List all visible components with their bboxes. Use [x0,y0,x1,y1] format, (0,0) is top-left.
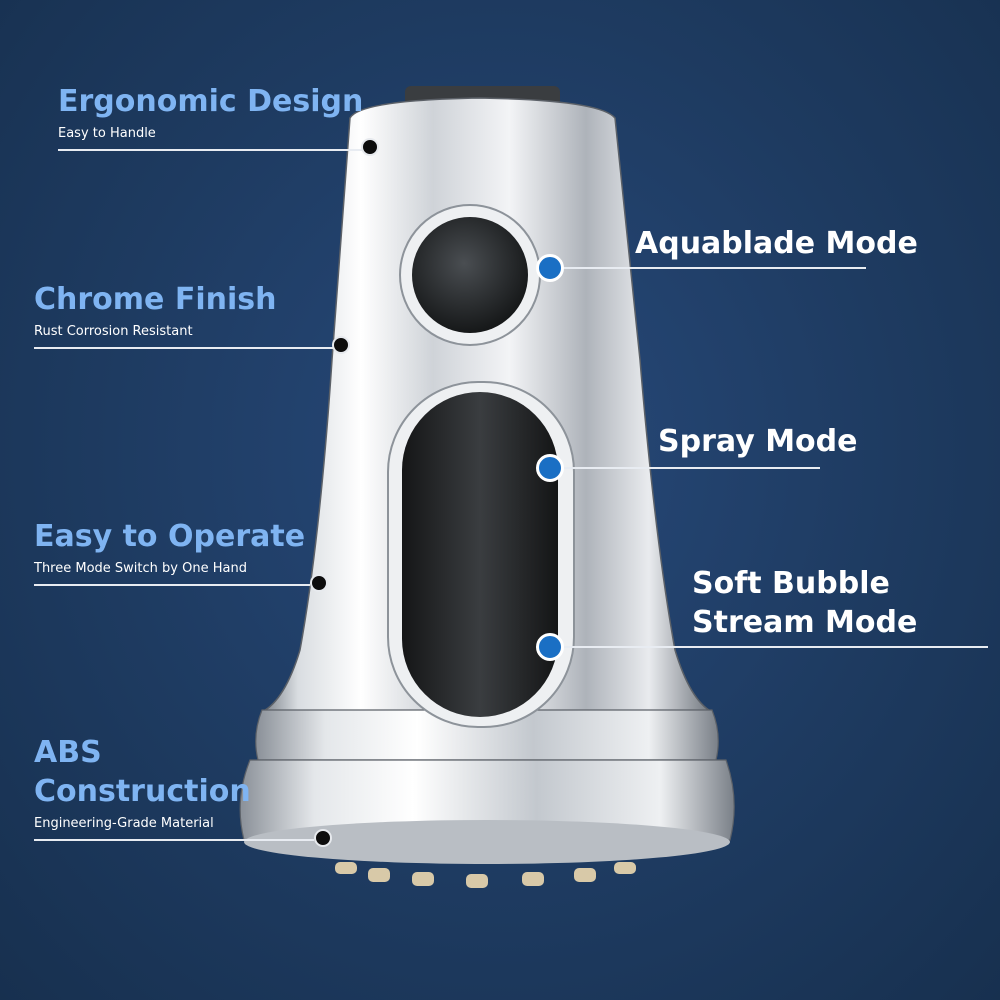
feature-underline [34,584,310,586]
feature-title: Ergonomic Design [58,84,364,119]
feature-easy-to-operate: Easy to Operate Three Mode Switch by One… [34,517,310,586]
feature-ergonomic-design: Ergonomic Design Easy to Handle [58,82,364,151]
marker-dot [332,336,350,354]
mode-label-aquablade: Aquablade Mode [635,226,918,261]
feature-subtitle: Three Mode Switch by One Hand [34,561,247,576]
feature-chrome-finish: Chrome Finish Rust Corrosion Resistant [34,280,334,349]
feature-title: Chrome Finish [34,282,277,317]
marker-dot [310,574,328,592]
mode-underline [560,467,820,469]
feature-title: ABS Construction [34,735,251,809]
marker-dot [314,829,332,847]
feature-subtitle: Engineering-Grade Material [34,816,214,831]
mode-label-spray: Spray Mode [658,424,858,459]
feature-underline [34,347,334,349]
feature-underline [58,149,364,151]
mode-label-soft-bubble: Soft Bubble Stream Mode [692,566,918,640]
feature-title: Easy to Operate [34,519,306,554]
feature-subtitle: Rust Corrosion Resistant [34,324,193,339]
marker-dot-blue [536,254,564,282]
mode-underline [560,646,988,648]
feature-subtitle: Easy to Handle [58,126,156,141]
marker-dot-blue [536,633,564,661]
mode-underline [560,267,866,269]
feature-underline [34,839,314,841]
feature-abs-construction: ABS Construction Engineering-Grade Mater… [34,733,314,841]
marker-dot [361,138,379,156]
marker-dot-blue [536,454,564,482]
